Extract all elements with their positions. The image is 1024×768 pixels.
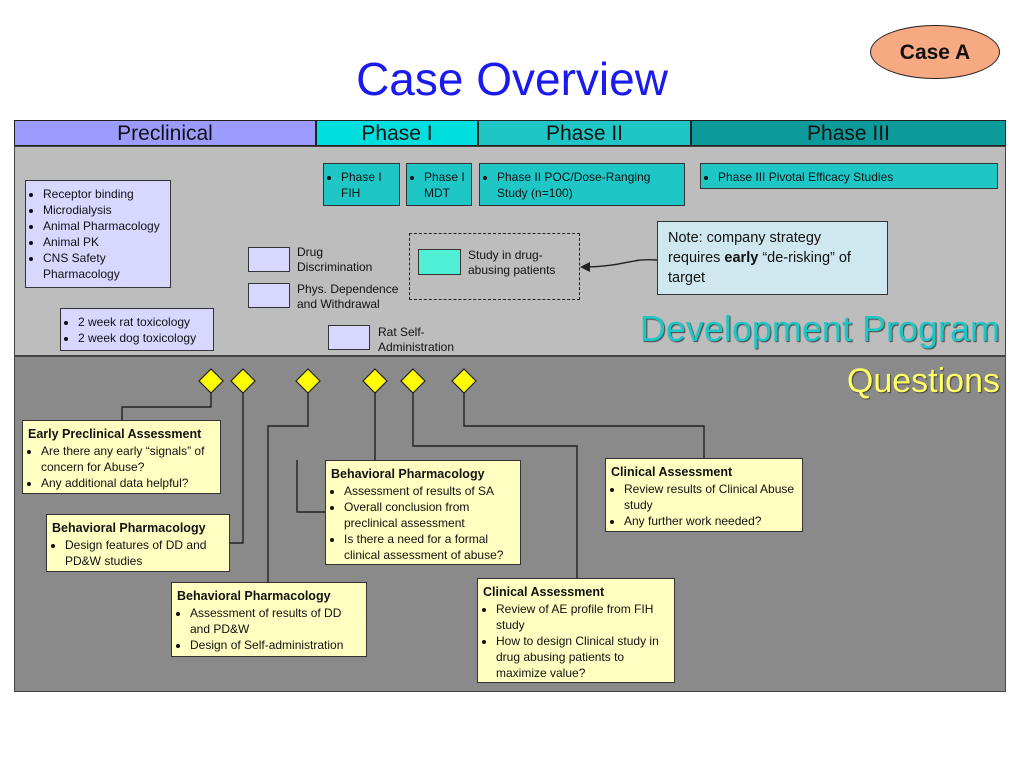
phase-header-preclinical: Preclinical [14, 120, 316, 146]
page-title: Case Overview [356, 53, 668, 105]
phase1-mdt-box: Phase I MDT [406, 163, 472, 206]
connector-4 [412, 392, 578, 578]
drug-abusing-study-dashed-box [409, 233, 580, 300]
drug-discrimination-label: Drug Discrimination [297, 245, 373, 274]
milestone-diamond [198, 368, 224, 394]
list-item: Assessment of results of DD and PD&W [190, 605, 361, 637]
question-box-early-preclinical: Early Preclinical Assessment Are there a… [22, 420, 221, 494]
drug-abusing-study-square [418, 249, 461, 275]
question-box-behavioral-2: Behavioral Pharmacology Assessment of re… [171, 582, 367, 657]
milestone-diamond [451, 368, 477, 394]
phase-header-phase2: Phase II [478, 120, 691, 146]
list-item: 2 week dog toxicology [78, 330, 209, 346]
list-item: Review results of Clinical Abuse study [624, 481, 797, 513]
questions-label: Questions [846, 362, 1000, 400]
phys-dependence-square [248, 283, 290, 308]
list-item: How to design Clinical study in drug abu… [496, 633, 669, 681]
arrow-head [580, 262, 590, 272]
phase1-fih-box: Phase I FIH [323, 163, 400, 206]
strategy-note: Note: company strategy requires early “d… [657, 221, 888, 295]
list-item: Review of AE profile from FIH study [496, 601, 669, 633]
list-item: Animal PK [43, 234, 166, 250]
rat-self-admin-square [328, 325, 370, 350]
milestone-diamond [295, 368, 321, 394]
development-program-label: Development Program [639, 308, 1000, 349]
milestone-diamond [400, 368, 426, 394]
list-item: Phase I MDT [424, 169, 467, 201]
list-item: Assessment of results of SA [344, 483, 515, 499]
list-item: Phase III Pivotal Efficacy Studies [718, 169, 993, 185]
question-box-clinical-1: Clinical Assessment Review of AE profile… [477, 578, 675, 683]
list-item: Design features of DD and PD&W studies [65, 537, 224, 569]
question-box-behavioral-1: Behavioral Pharmacology Design features … [46, 514, 230, 572]
preclinical-studies-box: Receptor binding Microdialysis Animal Ph… [25, 180, 171, 288]
toxicology-box: 2 week rat toxicology 2 week dog toxicol… [60, 308, 214, 351]
connector-3 [267, 392, 309, 582]
note-arrow [584, 258, 658, 268]
list-item: Overall conclusion from preclinical asse… [344, 499, 515, 531]
case-badge: Case A [870, 25, 1000, 79]
list-item: Is there a need for a formal clinical as… [344, 531, 515, 563]
list-item: 2 week rat toxicology [78, 314, 209, 330]
list-item: Microdialysis [43, 202, 166, 218]
list-item: Any additional data helpful? [41, 475, 215, 491]
list-item: CNS Safety Pharmacology [43, 250, 166, 282]
milestone-diamond [362, 368, 388, 394]
phase2-box: Phase II POC/Dose-Ranging Study (n=100) [479, 163, 685, 206]
list-item: Phase I FIH [341, 169, 395, 201]
rat-self-admin-label: Rat Self-Administration [378, 325, 455, 354]
phase3-box: Phase III Pivotal Efficacy Studies [700, 163, 998, 189]
question-box-behavioral-3: Behavioral Pharmacology Assessment of re… [325, 460, 521, 565]
preclinical-list: Receptor binding Microdialysis Animal Ph… [30, 186, 166, 282]
list-item: Are there any early “signals” of concern… [41, 443, 215, 475]
phase-header-phase3: Phase III [691, 120, 1006, 146]
connector-1 [121, 392, 212, 420]
phys-dependence-label: Phys. Dependence and Withdrawal [297, 282, 399, 311]
list-item: Any further work needed? [624, 513, 797, 529]
drug-abusing-study-label: Study in drug-abusing patients [468, 248, 556, 277]
list-item: Animal Pharmacology [43, 218, 166, 234]
milestone-diamond [230, 368, 256, 394]
phase-header-phase1: Phase I [316, 120, 478, 146]
list-item: Design of Self-administration [190, 637, 361, 653]
list-item: Phase II POC/Dose-Ranging Study (n=100) [497, 169, 680, 201]
question-box-clinical-2: Clinical Assessment Review results of Cl… [605, 458, 803, 532]
connector-5 [463, 392, 705, 458]
list-item: Receptor binding [43, 186, 166, 202]
drug-discrimination-square [248, 247, 290, 272]
connector-2 [230, 392, 244, 544]
